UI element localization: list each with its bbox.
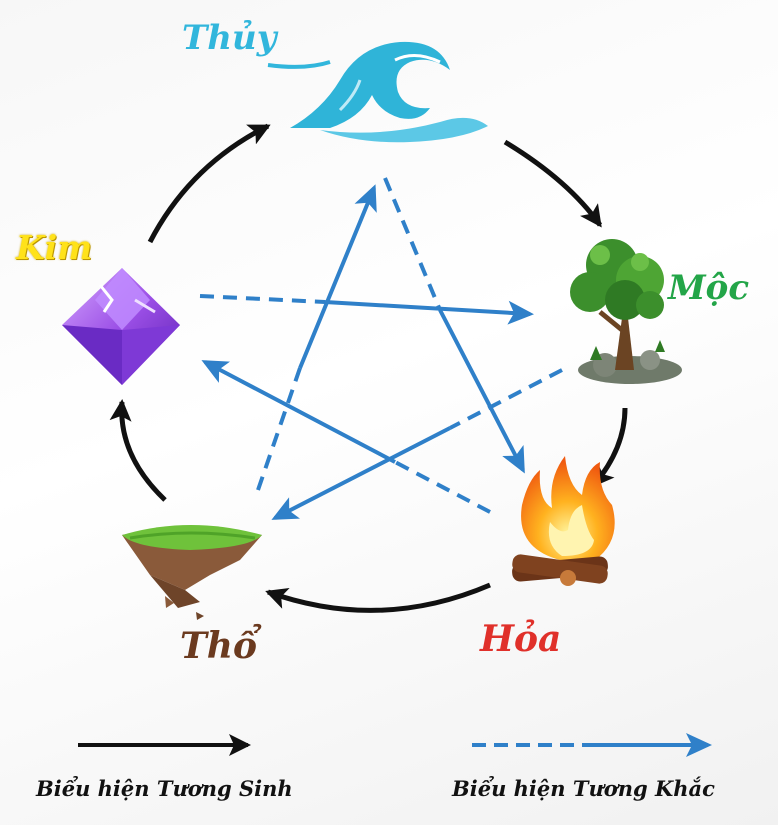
legend-sinh-label: Biểu hiện Tương Sinh [36,776,293,801]
floating-land-icon [122,525,262,620]
fire-icon [512,456,615,586]
tree-icon [570,239,682,384]
sinh-arrows [109,123,628,613]
sinh-arrow-tho-to-kim [109,399,167,502]
tho-label: Thổ [180,625,257,667]
water-wave-icon [267,41,488,143]
thuy-label: Thủy [182,18,277,58]
sinh-arrow-hoa-to-tho [265,582,491,613]
khac-arrow-moc-to-tho [271,426,451,520]
sinh-arrow-kim-to-thuy [147,123,271,244]
kim-label: Kim [16,228,93,267]
khac-arrow-thuy-to-hoa [438,309,525,474]
khac-arrow-hoa-to-kim [201,360,396,464]
khac-arrow-kim-to-moc [324,300,534,325]
legend [78,733,712,757]
sinh-arrow-thuy-to-moc [503,139,603,228]
khac-arrow-tho-to-thuy [298,184,377,369]
crystal-icon [62,268,180,385]
legend-khac-label: Biểu hiện Tương Khắc [452,776,715,801]
hoa-label: Hỏa [480,618,562,660]
moc-label: Mộc [668,268,750,308]
khac-arrows [199,177,563,520]
